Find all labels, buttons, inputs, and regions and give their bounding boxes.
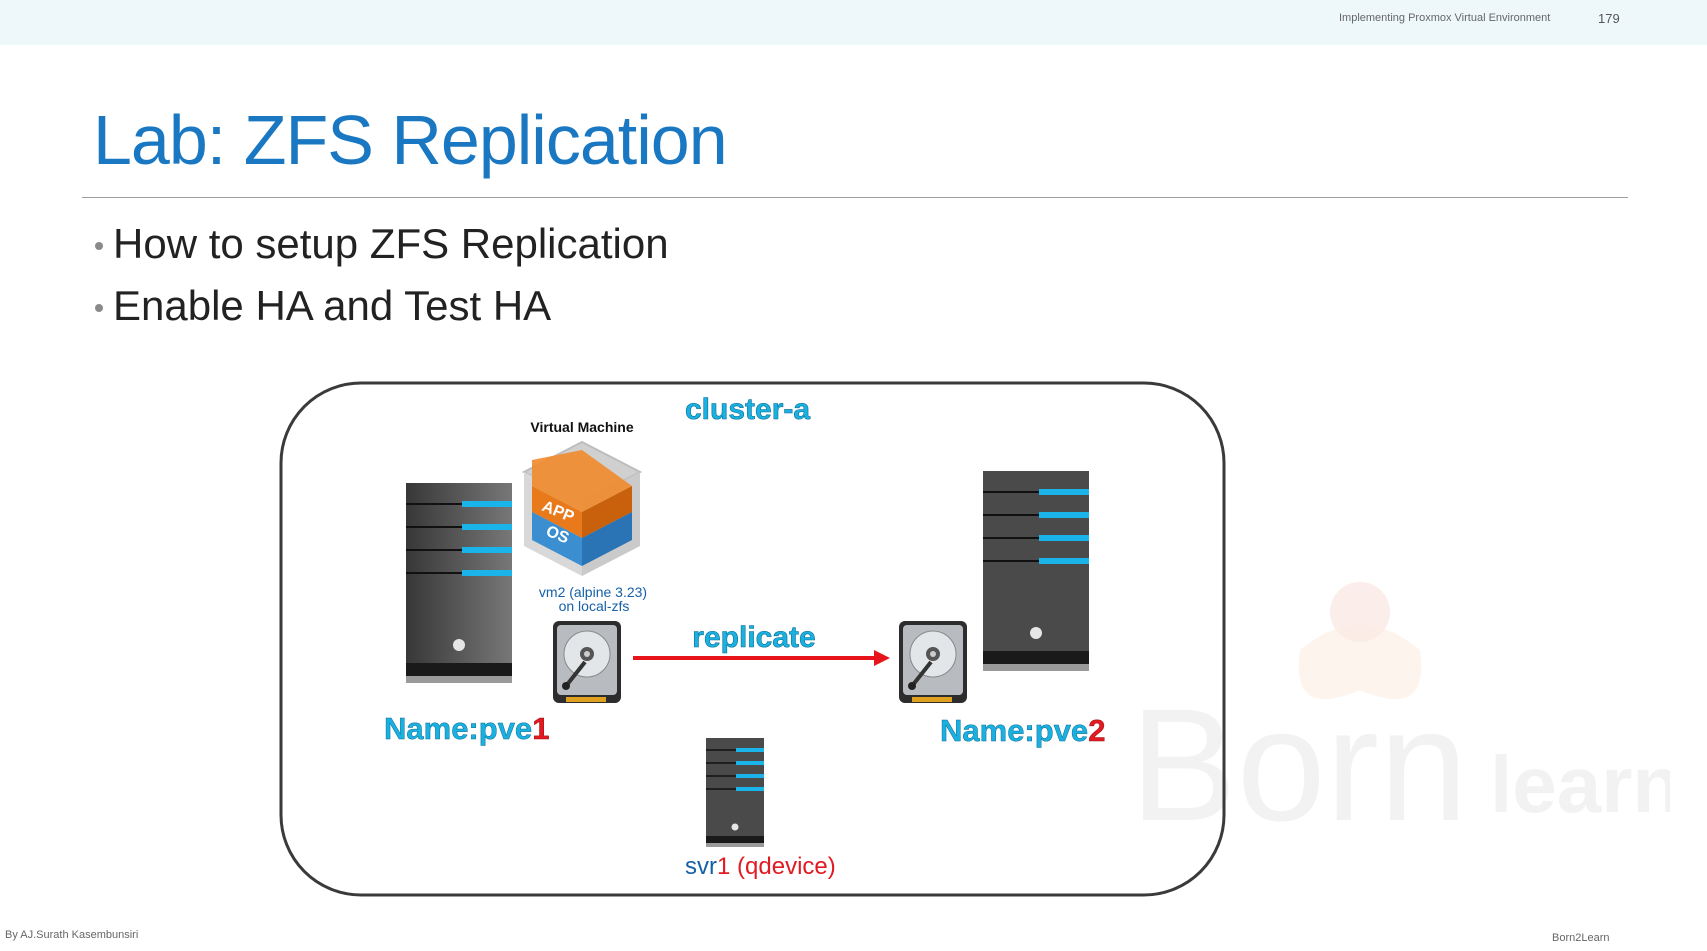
node-pve1-number: 1: [532, 711, 549, 746]
qdevice-role: (qdevice): [730, 853, 835, 880]
page-number: 179: [1598, 11, 1620, 26]
node-pve1-prefix: Name:pve: [384, 711, 532, 746]
hard-disk-pve2-icon: [899, 621, 967, 703]
bullet-item: How to setup ZFS Replication: [95, 213, 669, 275]
vm-heading: Virtual Machine: [530, 419, 633, 435]
bullet-dot-icon: [95, 242, 103, 250]
bullet-item: Enable HA and Test HA: [95, 275, 669, 337]
vm-caption-line2: on local-zfs: [559, 598, 630, 614]
vm-cube-icon: [521, 440, 643, 576]
course-title: Implementing Proxmox Virtual Environment: [1339, 12, 1551, 24]
qdevice-label: svr1 (qdevice): [685, 853, 836, 880]
footer-brand: Born2Learn: [1552, 932, 1610, 944]
title-divider: [82, 197, 1628, 198]
node-pve2-label: Name:pve2: [940, 713, 1105, 748]
bullet-list: How to setup ZFS Replication Enable HA a…: [95, 213, 669, 337]
bullet-text: How to setup ZFS Replication: [113, 220, 669, 267]
bullet-text: Enable HA and Test HA: [113, 282, 552, 329]
server-svr1-icon: [706, 738, 764, 847]
watermark-text-learn: learn: [1490, 740, 1670, 829]
server-pve2-icon: [983, 471, 1089, 671]
server-pve1-icon: [406, 483, 512, 683]
watermark-body-icon: [1298, 625, 1422, 699]
qdevice-prefix: svr: [685, 853, 717, 880]
footer-author: By AJ.Surath Kasembunsiri: [5, 929, 139, 941]
vm-caption-line1: vm2 (alpine 3.23): [539, 584, 647, 600]
replicate-label: replicate: [692, 621, 815, 654]
node-pve1-label: Name:pve1: [384, 711, 549, 746]
node-pve2-number: 2: [1088, 713, 1105, 748]
hard-disk-pve1-icon: [553, 621, 621, 703]
cluster-label: cluster-a: [685, 393, 810, 426]
cluster-boundary: [279, 381, 1226, 897]
watermark-text-born: Born: [1130, 675, 1468, 840]
brand-watermark: Born learn: [1130, 582, 1670, 840]
qdevice-number: 1: [717, 853, 730, 880]
node-pve2-prefix: Name:pve: [940, 713, 1088, 748]
replicate-arrow-icon: [633, 650, 890, 666]
bullet-dot-icon: [95, 304, 103, 312]
header-bar: Implementing Proxmox Virtual Environment…: [0, 0, 1707, 45]
slide-title: Lab: ZFS Replication: [93, 101, 728, 179]
